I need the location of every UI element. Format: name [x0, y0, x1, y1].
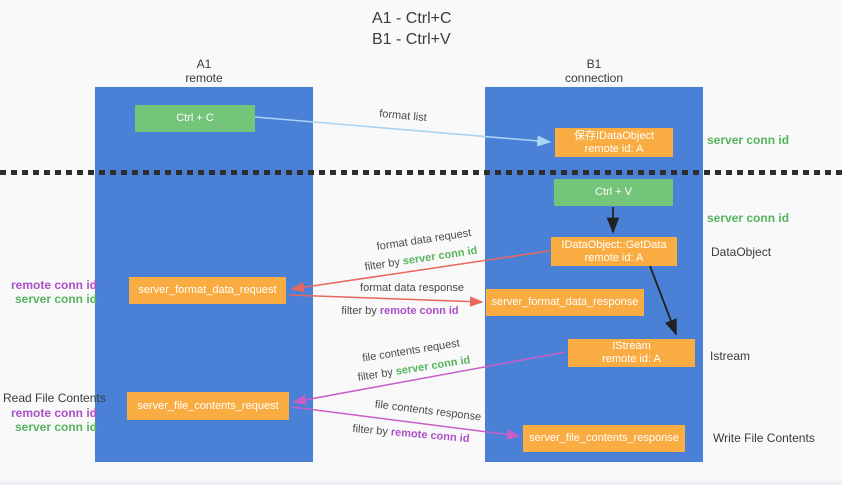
- label-file-contents-response-text: file contents response: [374, 398, 482, 424]
- arrow-format-data-response: [288, 294, 484, 307]
- node-server-format-data-request: server_format_data_request: [129, 277, 286, 304]
- diagram-title: A1 - Ctrl+C B1 - Ctrl+V: [372, 8, 452, 50]
- annotation-server-conn-id-top: server conn id: [707, 133, 790, 147]
- node-istream-line1: IStream: [612, 340, 651, 352]
- node-idataobject-getdata-line1: IDataObject::GetData: [561, 238, 667, 251]
- annotation-read-file-contents: Read File Contents: [3, 391, 106, 405]
- annotation-istream: Istream: [710, 349, 751, 363]
- node-istream-line2: remote id: A: [602, 353, 661, 365]
- annotation-server-conn-id-mid: server conn id: [707, 211, 790, 225]
- node-save-idataobject: 保存IDataObject remote id: A: [555, 128, 673, 157]
- window-bottom-edge: [0, 478, 842, 485]
- annotation-write-file-contents: Write File Contents: [713, 431, 815, 445]
- server-conn-id-text: server conn id: [401, 244, 479, 268]
- node-server-format-data-response-label: server_format_data_response: [491, 296, 639, 308]
- remote-conn-id-text: remote conn id: [379, 305, 459, 317]
- column-a1-title: A1: [196, 57, 212, 71]
- node-server-format-data-response: server_format_data_response: [486, 289, 644, 316]
- node-save-idataobject-line2: remote id: A: [584, 142, 644, 155]
- column-a1-subtitle: remote: [185, 71, 223, 85]
- node-ctrl-c: Ctrl + C: [135, 105, 255, 132]
- node-save-idataobject-line1: 保存IDataObject: [573, 129, 655, 142]
- remote-conn-id-text: remote conn id: [390, 426, 470, 446]
- node-istream: IStream remote id: A: [568, 339, 695, 367]
- column-b1-title: B1: [586, 57, 602, 71]
- label-format-list: format list: [379, 108, 428, 124]
- title-line-2: B1 - Ctrl+V: [372, 31, 451, 48]
- annotation-remote-conn-id-1: remote conn id: [10, 278, 97, 292]
- node-server-format-data-request-label: server_format_data_request: [138, 284, 277, 296]
- label-format-data-response: format data response: [360, 282, 464, 294]
- column-b1-subtitle: connection: [564, 71, 624, 85]
- annotation-server-conn-id-1: server conn id: [14, 292, 97, 306]
- column-a1-header: A1 remote: [95, 57, 313, 85]
- title-line-1: A1 - Ctrl+C: [372, 10, 452, 27]
- filter-by-text: filter by: [352, 422, 389, 438]
- annotation-left-conn-ids-file: remote conn id server conn id: [0, 406, 97, 434]
- node-ctrl-c-label: Ctrl + C: [176, 112, 214, 124]
- node-server-file-contents-response: server_file_contents_response: [523, 425, 685, 452]
- node-server-file-contents-response-label: server_file_contents_response: [529, 432, 679, 444]
- label-file-contents-response: file contents response: [374, 399, 482, 424]
- node-server-file-contents-request: server_file_contents_request: [127, 392, 289, 420]
- filter-by-text: filter by: [341, 305, 377, 317]
- column-b1-header: B1 connection: [485, 57, 703, 85]
- label-format-list-text: format list: [378, 107, 428, 125]
- filter-by-text: filter by: [363, 256, 401, 274]
- annotation-server-conn-id-2: server conn id: [14, 420, 97, 434]
- annotation-left-conn-ids-format: remote conn id server conn id: [0, 278, 97, 306]
- session-divider-dotted-line: [0, 170, 842, 175]
- label-format-data-response-text: format data response: [360, 282, 464, 294]
- annotation-dataobject: DataObject: [711, 245, 772, 259]
- node-idataobject-getdata-line2: remote id: A: [584, 251, 644, 264]
- node-ctrl-v: Ctrl + V: [554, 179, 673, 206]
- node-idataobject-getdata: IDataObject::GetData remote id: A: [551, 237, 677, 266]
- node-server-file-contents-request-label: server_file_contents_request: [137, 399, 279, 412]
- filter-by-text: filter by: [356, 366, 394, 384]
- annotation-remote-conn-id-2: remote conn id: [10, 406, 97, 420]
- node-ctrl-v-label: Ctrl + V: [595, 186, 632, 198]
